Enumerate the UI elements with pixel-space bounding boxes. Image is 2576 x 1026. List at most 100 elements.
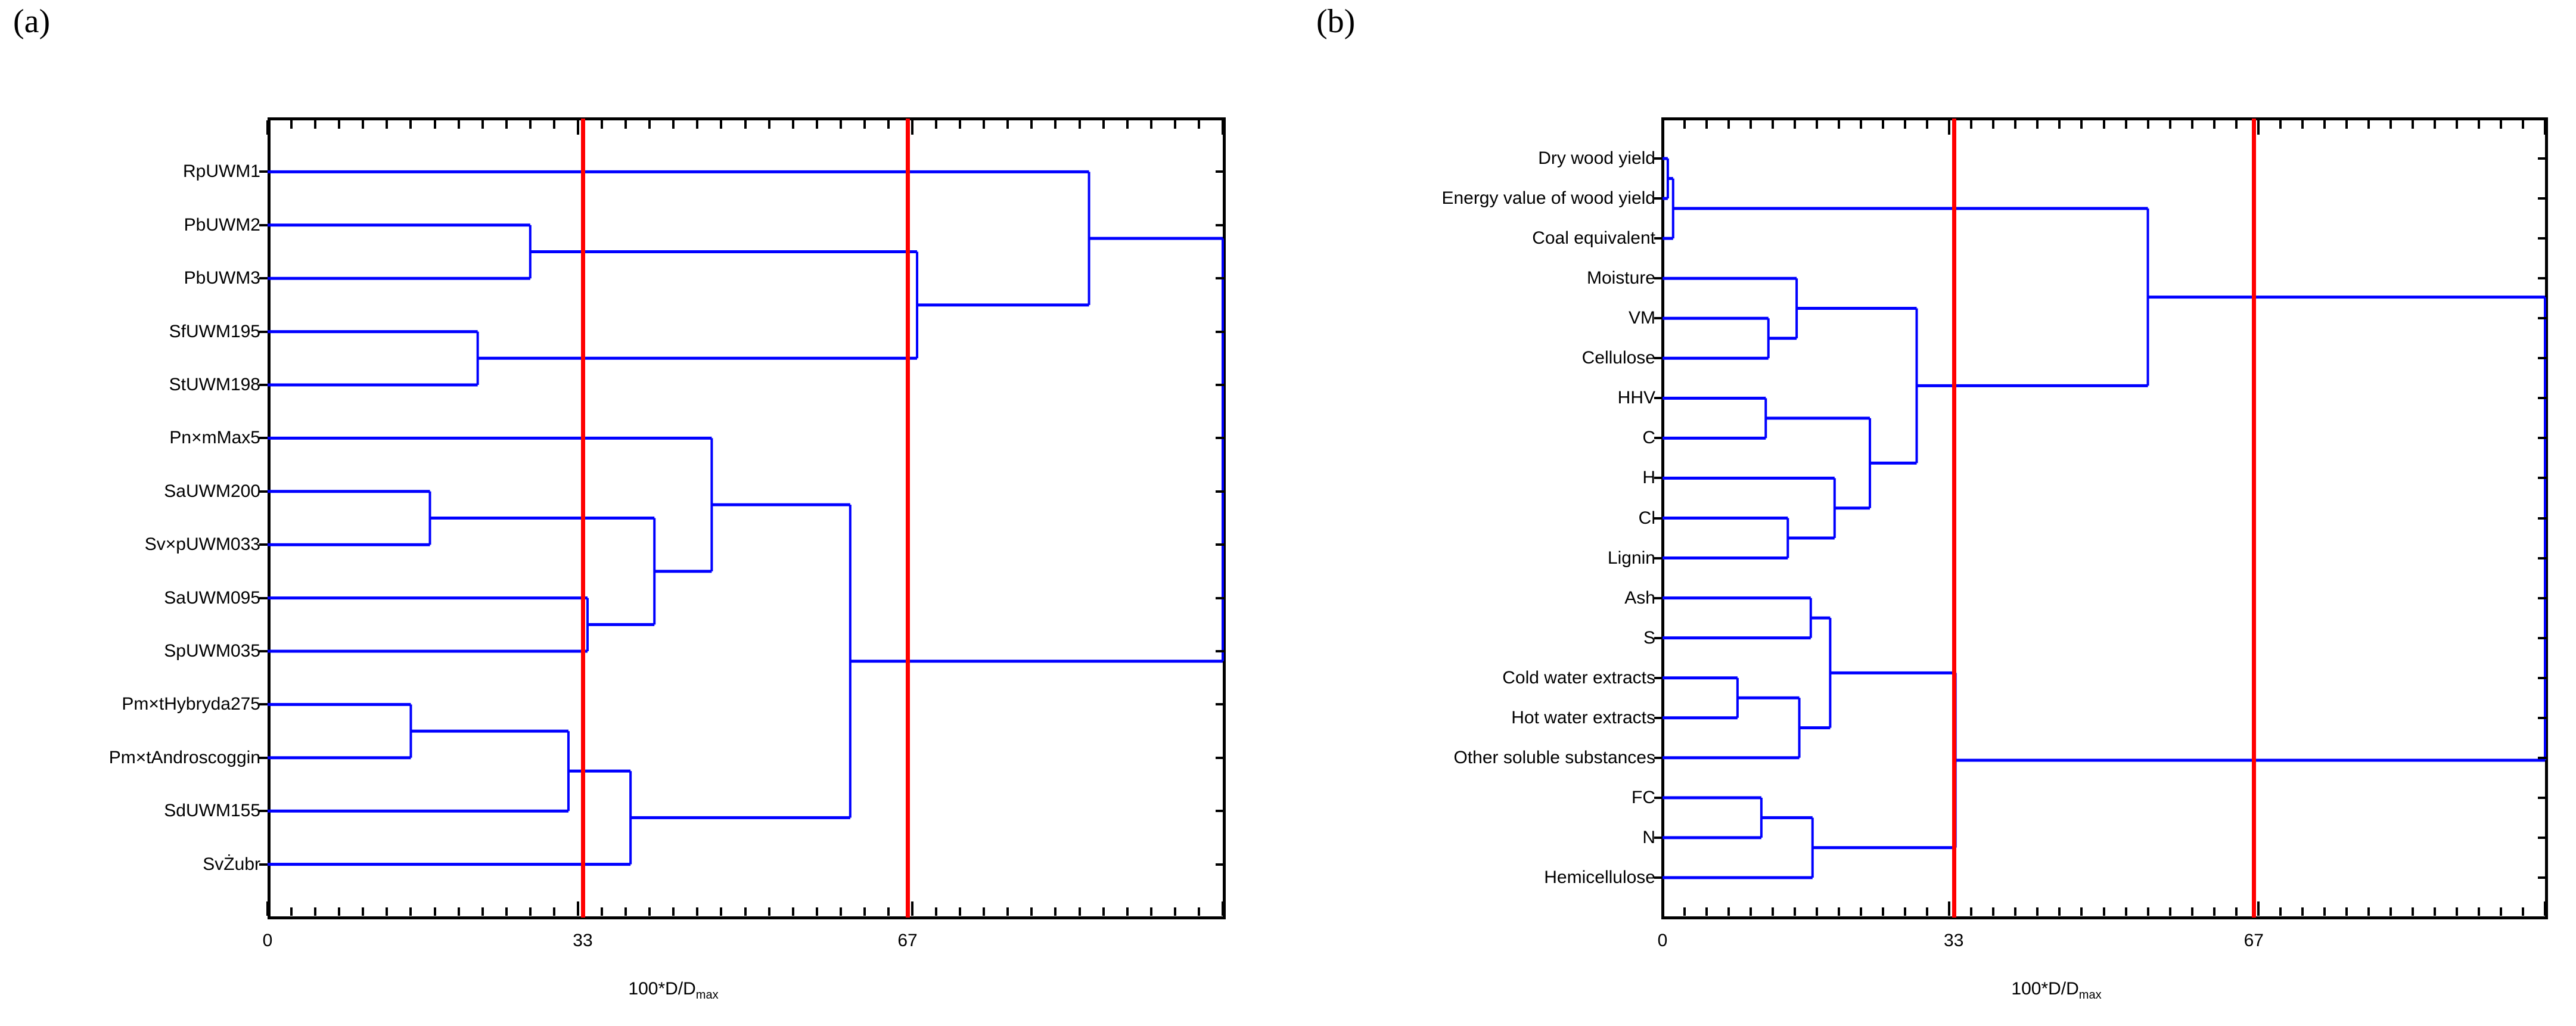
y-tick <box>259 810 268 813</box>
x-tick-minor <box>1030 120 1033 129</box>
x-tick-minor <box>1126 907 1129 916</box>
y-tick <box>1216 756 1224 759</box>
y-tick <box>2538 756 2546 759</box>
leaf-label: Lignin <box>1607 548 1655 568</box>
x-tick-minor <box>815 907 818 916</box>
x-tick-minor <box>2036 120 2039 129</box>
y-tick <box>1654 796 1663 799</box>
x-tick-minor <box>2345 120 2348 129</box>
y-tick <box>259 703 268 706</box>
x-tick-minor <box>2521 907 2524 916</box>
x-tick-minor <box>648 907 651 916</box>
x-tick-minor <box>552 120 555 129</box>
leaf-label: Coal equivalent <box>1532 228 1655 248</box>
x-tick-minor <box>2301 907 2304 916</box>
y-tick <box>1654 477 1663 480</box>
y-tick <box>1216 863 1224 866</box>
x-tick-minor <box>1173 907 1176 916</box>
x-tick-minor <box>2499 120 2502 129</box>
x-tick-minor <box>2301 120 2304 129</box>
x-tick-minor <box>2499 907 2502 916</box>
y-tick <box>2538 437 2546 440</box>
y-tick <box>1216 650 1224 652</box>
x-tick-minor <box>2080 120 2083 129</box>
y-tick <box>1216 596 1224 599</box>
x-tick-minor <box>2367 907 2370 916</box>
x-tick-minor <box>2389 907 2392 916</box>
x-tick-minor <box>815 120 818 129</box>
x-tick-minor <box>887 907 890 916</box>
y-tick <box>2538 596 2546 599</box>
y-tick <box>1654 397 1663 400</box>
x-tick-minor <box>863 120 866 129</box>
x-tick-minor <box>1727 120 1730 129</box>
x-tick-major <box>2257 901 2260 916</box>
x-tick-minor <box>1006 907 1009 916</box>
y-tick <box>2538 357 2546 360</box>
x-tick-minor <box>624 907 627 916</box>
x-tick-minor <box>1838 907 1841 916</box>
x-tick-minor <box>959 120 962 129</box>
x-tick-minor <box>2235 120 2238 129</box>
x-tick-minor <box>744 907 747 916</box>
x-tick-major <box>576 901 579 916</box>
y-tick <box>1654 556 1663 559</box>
y-tick <box>2538 277 2546 280</box>
y-tick <box>1654 876 1663 879</box>
x-tick-minor <box>1860 120 1863 129</box>
y-tick <box>1654 197 1663 200</box>
x-tick-minor <box>2124 120 2127 129</box>
x-tick-minor <box>1078 907 1081 916</box>
x-tick-minor <box>1705 907 1708 916</box>
x-tick-label: 67 <box>2243 931 2264 950</box>
x-tick-minor <box>767 907 770 916</box>
x-tick-minor <box>1772 120 1775 129</box>
x-tick-label: 33 <box>573 931 593 950</box>
x-tick-minor <box>1006 120 1009 129</box>
x-tick-minor <box>1054 120 1057 129</box>
y-tick <box>1654 157 1663 160</box>
threshold-line <box>1952 119 1956 918</box>
y-tick <box>2538 197 2546 200</box>
y-tick <box>259 756 268 759</box>
x-tick-minor <box>744 120 747 129</box>
x-tick-major <box>1948 901 1951 916</box>
x-tick-minor <box>935 907 938 916</box>
y-tick <box>259 596 268 599</box>
x-tick-minor <box>433 907 436 916</box>
x-tick-minor <box>2279 120 2282 129</box>
x-tick-minor <box>2477 120 2480 129</box>
y-tick <box>259 437 268 440</box>
x-tick-minor <box>290 907 293 916</box>
x-tick-minor <box>2014 120 2017 129</box>
y-tick <box>2538 796 2546 799</box>
x-tick-minor <box>1816 120 1819 129</box>
y-tick <box>2538 317 2546 320</box>
x-tick-minor <box>290 120 293 129</box>
threshold-line <box>580 119 585 918</box>
x-tick-minor <box>1102 907 1105 916</box>
x-tick-minor <box>2279 907 2282 916</box>
y-tick <box>1216 277 1224 280</box>
y-tick <box>259 330 268 333</box>
x-tick-minor <box>362 120 365 129</box>
x-tick-minor <box>2014 907 2017 916</box>
x-tick-minor <box>2411 120 2414 129</box>
x-tick-minor <box>409 120 412 129</box>
x-tick-minor <box>529 907 532 916</box>
x-tick-major <box>1222 901 1224 916</box>
x-tick-minor <box>791 907 794 916</box>
y-tick <box>2538 676 2546 679</box>
x-tick-minor <box>720 120 723 129</box>
x-tick-minor <box>696 120 699 129</box>
leaf-label: Energy value of wood yield <box>1441 188 1655 209</box>
y-tick <box>1216 810 1224 813</box>
x-tick-minor <box>1197 907 1200 916</box>
y-tick <box>259 490 268 493</box>
x-tick-minor <box>863 907 866 916</box>
x-tick-minor <box>720 907 723 916</box>
x-tick-minor <box>887 120 890 129</box>
x-tick-minor <box>1078 120 1081 129</box>
x-tick-minor <box>2146 120 2149 129</box>
x-tick-minor <box>648 120 651 129</box>
